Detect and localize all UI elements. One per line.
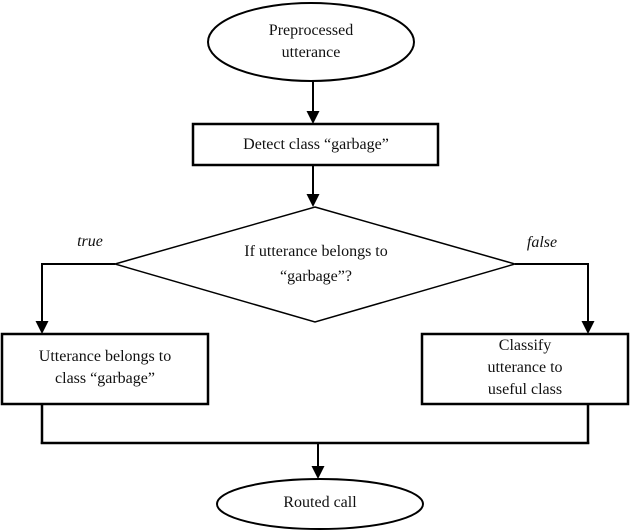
end-node-label: Routed call bbox=[283, 494, 357, 511]
false-edge-label: false bbox=[526, 234, 558, 251]
start-node-shape bbox=[207, 2, 415, 82]
edge-true-branch bbox=[41, 263, 115, 323]
arrowhead-merge-end bbox=[311, 466, 325, 479]
garbage-node-shape bbox=[0, 332, 210, 406]
arrowhead-true-branch bbox=[35, 321, 49, 334]
arrowhead-false-branch bbox=[581, 321, 595, 334]
true-edge-label: true bbox=[77, 233, 103, 250]
decision-node-label: If utterance belongs to “garbage”? bbox=[244, 243, 388, 285]
detect-node-label: Detect class “garbage” bbox=[243, 136, 389, 153]
arrowhead-detect-decision bbox=[306, 194, 320, 207]
detect-node-shape bbox=[191, 122, 440, 167]
edge-false-branch bbox=[515, 263, 589, 323]
useful-node-label: Classify utterance to useful class bbox=[487, 337, 563, 398]
useful-node-shape bbox=[420, 332, 630, 406]
garbage-node-label: Utterance belongs to class “garbage” bbox=[38, 348, 172, 387]
arrowhead-start-detect bbox=[306, 111, 320, 124]
end-node-shape bbox=[216, 478, 424, 530]
start-node-label: Preprocessed utterance bbox=[268, 22, 354, 61]
decision-node-shape bbox=[112, 206, 518, 323]
